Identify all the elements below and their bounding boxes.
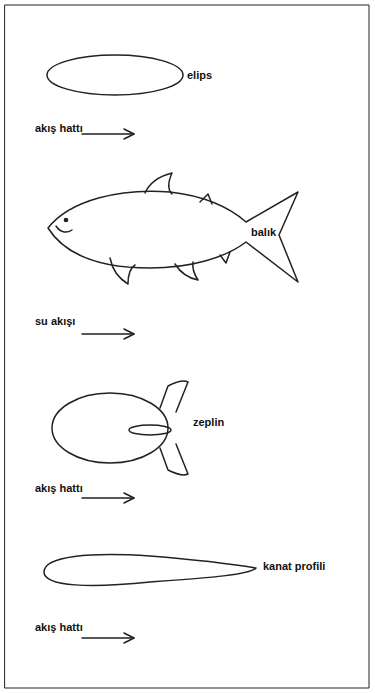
flow-arrow	[82, 493, 134, 503]
flow-label: akış hattı	[34, 482, 84, 494]
flow-arrow	[82, 329, 134, 339]
flow-label: akış hattı	[34, 621, 84, 633]
flow-arrow	[82, 633, 134, 643]
zeppelin-shape	[52, 381, 188, 475]
ellipse-shape	[47, 55, 183, 95]
frame	[5, 5, 369, 688]
flow-arrow	[82, 129, 134, 139]
flow-label: akış hattı	[34, 122, 84, 134]
shape-label: elips	[186, 69, 213, 81]
airfoil-shape	[44, 555, 256, 586]
shape-label: zeplin	[192, 416, 225, 428]
shape-label: kanat profili	[262, 560, 326, 572]
shape-label: balık	[250, 226, 277, 238]
fish-shape	[48, 173, 298, 284]
flow-label: su akışı	[34, 315, 76, 327]
